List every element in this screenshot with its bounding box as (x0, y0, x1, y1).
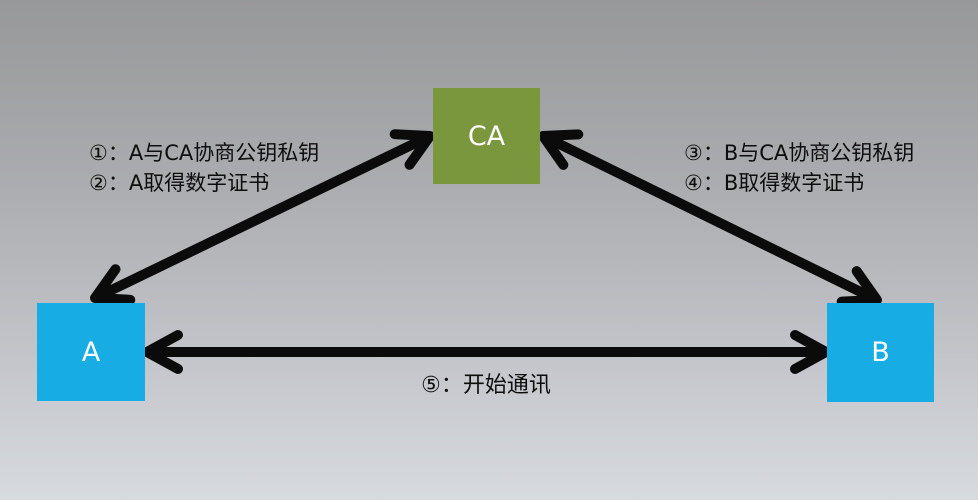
step-2-label: ②：A取得数字证书 (89, 171, 270, 195)
node-a-label: A (81, 336, 101, 368)
annotation-b-ca: ③：B与CA协商公钥私钥 ④：B取得数字证书 (684, 138, 914, 198)
step-3-label: ③：B与CA协商公钥私钥 (684, 141, 915, 165)
step-5-label: ⑤：开始通讯 (421, 373, 551, 398)
node-b-label: B (871, 337, 890, 368)
node-ca-label: CA (467, 120, 506, 152)
arrow-ca-b (538, 129, 882, 307)
step-4-label: ④：B取得数字证书 (684, 171, 865, 195)
node-a: A (37, 303, 145, 401)
annotation-a-ca: ①：A与CA协商公钥私钥 ②：A取得数字证书 (89, 138, 319, 198)
node-ca: CA (433, 88, 540, 184)
arrow-a-ca (90, 129, 435, 305)
annotation-a-b: ⑤：开始通讯 (421, 371, 551, 401)
node-b: B (827, 303, 934, 402)
step-1-label: ①：A与CA协商公钥私钥 (89, 141, 320, 165)
